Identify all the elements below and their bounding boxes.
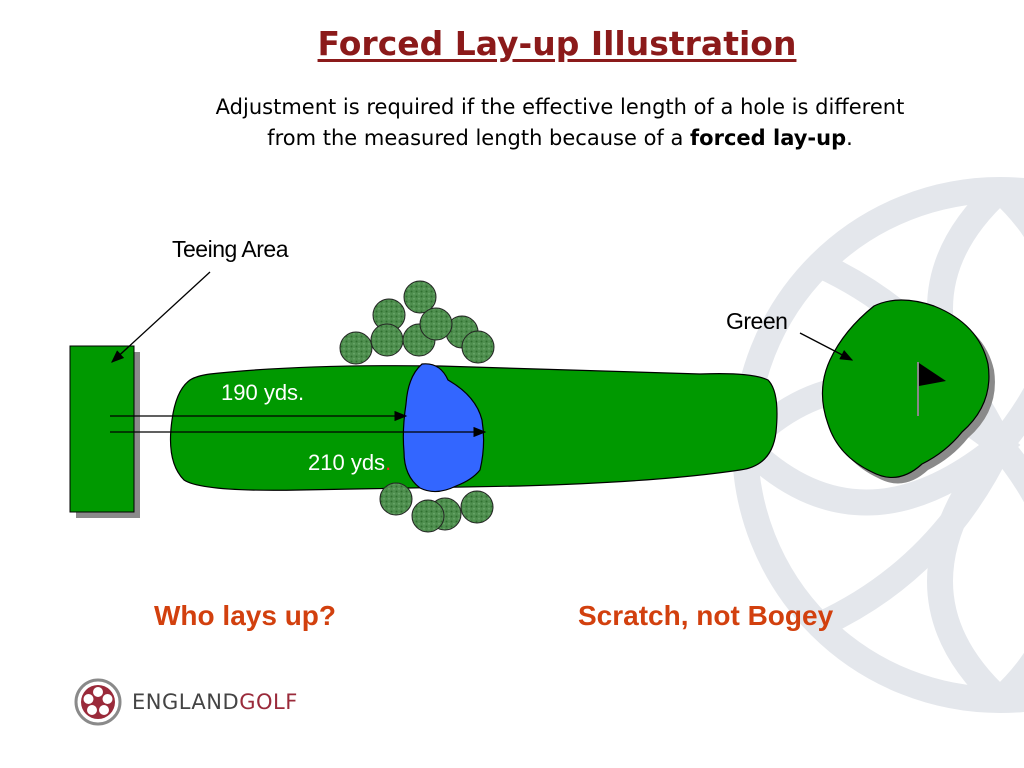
brand-england: ENGLAND <box>132 690 240 714</box>
distance-210-label: 210 yds. <box>308 450 391 476</box>
distance-210-dot: . <box>385 450 392 475</box>
rose-logo-icon <box>74 678 122 726</box>
tree <box>461 330 495 364</box>
tree <box>379 482 413 516</box>
subtitle-line-2-suffix: . <box>846 126 853 150</box>
flag-icon <box>917 362 946 416</box>
distance-210-text: 210 yds <box>308 450 386 475</box>
tree <box>419 307 453 341</box>
answer-scratch-not-bogey: Scratch, not Bogey <box>578 600 834 631</box>
tree <box>403 280 437 314</box>
green-label: Green <box>726 308 788 334</box>
teeing-area-label: Teeing Area <box>172 236 288 262</box>
tree <box>370 323 404 357</box>
tree-cluster-bottom <box>379 482 494 533</box>
green <box>821 299 990 479</box>
tree <box>339 331 373 365</box>
subtitle-line-2-prefix: from the measured length because of a <box>267 126 691 150</box>
tree-cluster-top <box>339 280 495 365</box>
page-title: Forced Lay-up Illustration <box>317 24 797 63</box>
tee-box <box>69 345 135 513</box>
england-golf-logo: ENGLANDGOLF <box>74 678 298 726</box>
tree <box>460 490 494 524</box>
tee-pointer-line <box>111 271 211 363</box>
brand-wordmark: ENGLANDGOLF <box>132 690 298 714</box>
subtitle-line-1: Adjustment is required if the effective … <box>215 95 905 119</box>
distance-190-label: 190 yds. <box>221 380 305 405</box>
brand-golf: GOLF <box>239 690 298 714</box>
subtitle-line-2-bold: forced lay-up <box>690 126 847 150</box>
subtitle: Adjustment is required if the effective … <box>130 92 990 154</box>
tree <box>411 499 445 533</box>
green-pointer-line <box>799 332 854 361</box>
question-who-lays-up: Who lays up? <box>154 600 336 631</box>
